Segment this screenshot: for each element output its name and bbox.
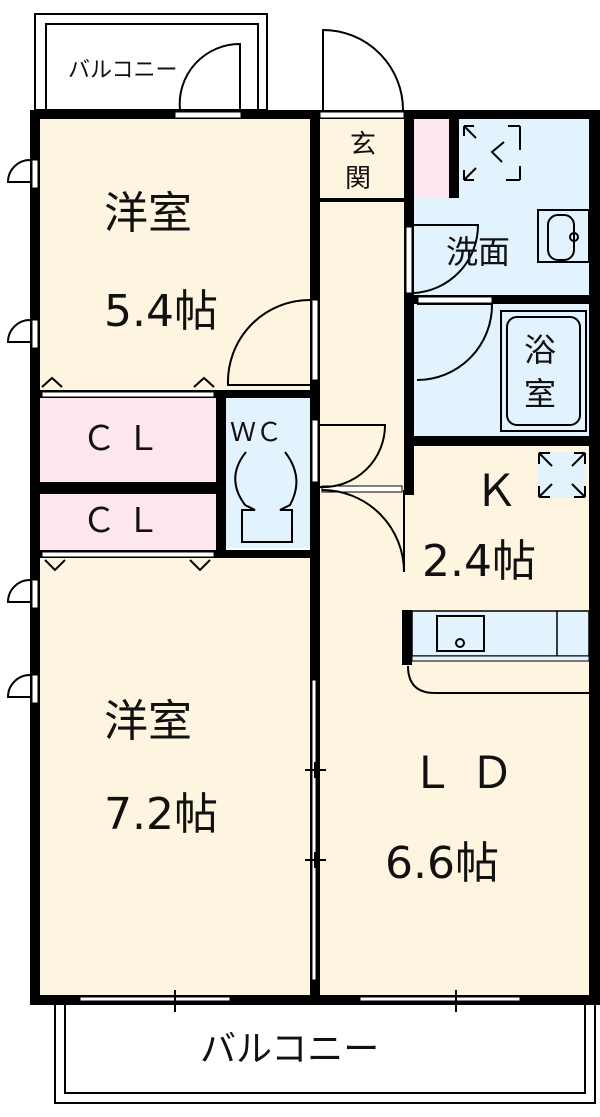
- kitchen-sink-icon: [407, 610, 590, 694]
- closet-2-label: ＣＬ: [82, 501, 170, 541]
- kitchen-name: Ｋ: [474, 466, 518, 517]
- washing-machine-space-icon: [463, 125, 521, 181]
- bathroom-label-2: 室: [524, 375, 557, 413]
- toilet-fill: [226, 398, 312, 548]
- toilet-icon: [234, 451, 298, 543]
- room-western-top-name: 洋室: [104, 188, 192, 239]
- washbasin-icon: [537, 209, 590, 263]
- room-western-bottom-size: 7.2帖: [104, 789, 218, 840]
- refrigerator-space-icon: [538, 452, 586, 498]
- closet-door-markers: [41, 376, 215, 572]
- room-western-top-fill: [40, 118, 312, 390]
- living-dining-size: 6.6帖: [385, 838, 499, 889]
- entrance-label-2: 関: [345, 164, 372, 194]
- entrance-shoebox-fill: [413, 118, 449, 198]
- bathroom-label-1: 浴: [524, 331, 557, 369]
- closet-2-fill: [40, 494, 216, 550]
- living-dining-name: ＬＤ: [410, 748, 530, 799]
- room-western-bottom-fill: [40, 558, 312, 996]
- bathtub-icon: [500, 310, 587, 432]
- ldk-lower-fill: [320, 488, 420, 996]
- toilet-label: ＷＣ: [230, 418, 283, 448]
- balcony-bottom-label: バルコニー: [200, 1029, 380, 1070]
- closet-1-fill: [40, 398, 216, 482]
- sliding-door-ticks: [174, 762, 457, 1012]
- balcony-top-label: バルコニー: [68, 58, 178, 83]
- openings: [31, 111, 521, 1002]
- closet-1-label: ＣＬ: [82, 419, 170, 459]
- door-swings: [6, 28, 494, 698]
- kitchen-size: 2.4帖: [422, 536, 536, 587]
- room-western-bottom-name: 洋室: [104, 696, 192, 747]
- washroom-label: 洗面: [446, 233, 511, 271]
- entrance-label-1: 玄: [350, 130, 377, 160]
- room-western-top-size: 5.4帖: [104, 286, 218, 337]
- hallway-fill: [320, 118, 406, 488]
